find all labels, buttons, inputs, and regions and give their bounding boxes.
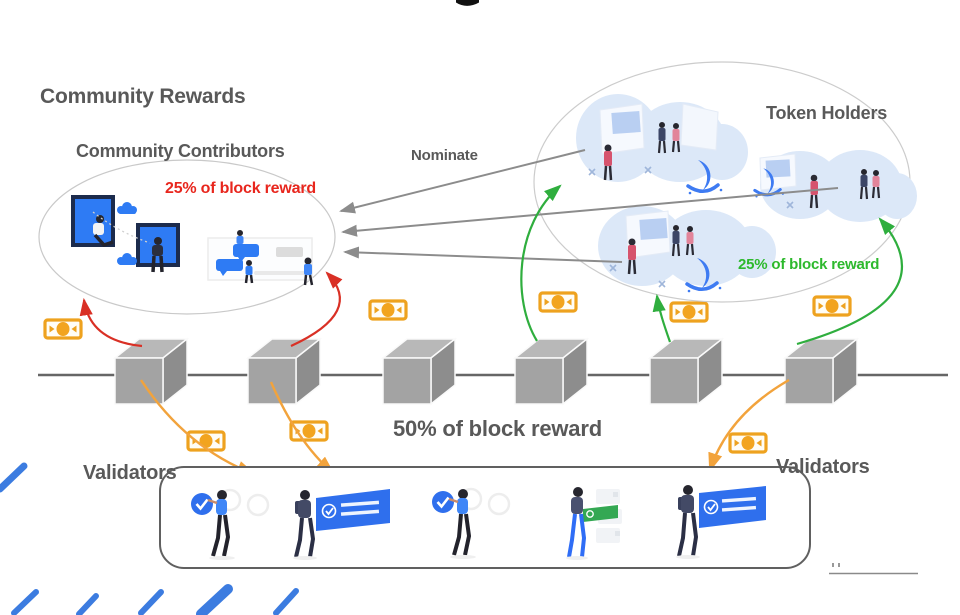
cloud-icon (117, 253, 137, 265)
token-holders-label: Token Holders (766, 103, 888, 123)
validator-check-woman (191, 488, 270, 560)
stripe-decoration (11, 589, 39, 615)
gallery-cluster-illustration (753, 150, 917, 222)
block-cube-2 (247, 338, 321, 405)
validators-label-right: Validators (776, 456, 870, 478)
gallery-cluster-illustration (598, 206, 776, 295)
contributors-reward-label: 25% of block reward (165, 180, 316, 197)
cloud-icon (117, 202, 137, 214)
red-reward-arrow (290, 271, 343, 347)
validators-group (159, 466, 811, 569)
stripe-decoration (273, 588, 299, 615)
stripe-decoration (138, 589, 164, 615)
validator-card-man (293, 489, 390, 560)
validators-reward-label: 50% of block reward (393, 416, 602, 441)
validators-label-left: Validators (83, 462, 177, 484)
dotted-connector (92, 211, 151, 244)
nominate-arrows (339, 149, 839, 263)
bottom-right-caption-line (829, 563, 918, 575)
block-cube-6 (784, 338, 858, 405)
contributor-window-illustration (136, 223, 180, 273)
money-bill-icon (368, 299, 408, 321)
blockchain (38, 338, 948, 405)
block-cube-3 (382, 338, 456, 405)
money-bill-icon (43, 318, 83, 340)
block-cube-5 (649, 338, 723, 405)
money-bill-icon (538, 291, 578, 313)
money-bill-icon (728, 432, 768, 454)
money-bill-icon (812, 295, 852, 317)
token-holders-reward-label: 25% of block reward (738, 256, 880, 273)
nominate-label: Nominate (411, 147, 478, 164)
orange-reward-arrow (708, 378, 790, 473)
contributor-window-illustration (71, 195, 115, 248)
green-reward-arrow (796, 217, 904, 346)
block-cube-4 (514, 338, 588, 405)
money-bill-icon (669, 301, 709, 323)
token-holders-group (533, 61, 917, 303)
validator-card-man (676, 485, 766, 559)
nominate-arrow (341, 187, 839, 237)
red-reward-arrow (79, 297, 143, 348)
validators-box (159, 466, 811, 569)
green-reward-arrow (520, 184, 562, 342)
green-reward-arrow (652, 293, 672, 343)
blue-stripe-decorations (0, 462, 299, 615)
nominate-arrow (339, 149, 586, 214)
validator-checklist-man (566, 487, 622, 560)
stripe-decoration (0, 462, 28, 493)
gallery-cluster-illustration (576, 94, 748, 197)
stripe-decoration (76, 593, 99, 615)
community-contributors-group (38, 159, 336, 315)
nominate-arrow (343, 246, 623, 263)
stripe-decoration (196, 584, 233, 615)
community-rewards-heading: Community Rewards (40, 85, 246, 108)
validator-check-woman (432, 487, 511, 559)
community-contributors-label: Community Contributors (76, 141, 285, 161)
chat-panel-illustration (207, 230, 314, 286)
cropped-title-fragment (456, 0, 479, 6)
